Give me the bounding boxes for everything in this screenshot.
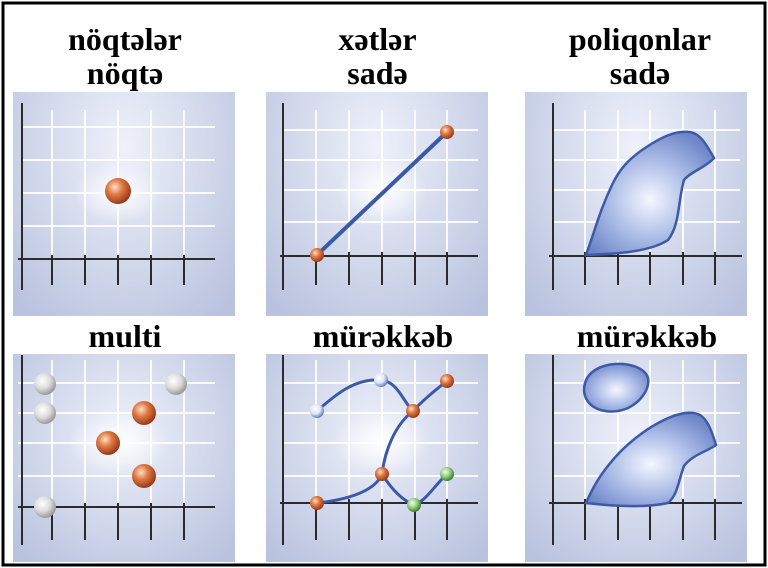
multi-point-3 [165,373,187,395]
vertex-orange-1 [440,374,454,388]
vertex-orange-2 [406,404,420,418]
line-end-vertex [440,125,454,139]
axes-points-simple [18,103,215,290]
title-points-multi: multi [88,318,162,354]
title-polygons-simple-line2: sadə [609,55,671,91]
vertex-green-1 [407,498,421,512]
title-band-6 [525,318,747,354]
multi-point-4 [34,496,56,518]
panel-lines-complex [280,355,478,545]
title-band-3 [525,8,747,92]
title-points-simple: nöqtələr nöqtə [50,22,200,90]
vertex-orange-4 [310,496,324,510]
complex-line-top [316,378,448,414]
complex-polygon-small [582,362,650,413]
title-lines-simple: xətlər sadə [300,22,455,90]
vertex-green-2 [440,467,454,481]
title-points-simple-line2: nöqtə [86,55,164,91]
title-polygons-simple-line1: poliqonlar [568,21,712,57]
title-band-4 [13,318,235,354]
title-lines-simple-line1: xətlər [338,21,417,57]
multi-point-2 [34,402,56,424]
multi-point-6 [96,431,120,455]
multi-point-1 [34,373,56,395]
title-lines-complex: mürəkkəb [312,318,454,354]
title-points-simple-line1: nöqtələr [68,21,182,57]
glow-lines-complex [334,411,430,475]
simple-line [315,130,449,257]
simple-polygon [584,130,716,257]
title-lines-simple-line2: sadə [347,55,408,91]
title-polygons-simple: poliqonlar sadə [555,22,725,90]
multi-point-5 [132,401,156,425]
panel-polygons-complex [549,355,742,545]
title-band-1 [13,8,235,92]
panel-polygons-simple [549,103,742,290]
panel-lines-simple [280,103,478,290]
vertex-blue-1 [310,404,324,418]
vertex-orange-3 [375,467,389,481]
panel-points-multi [18,355,215,545]
vertex-blue-2 [374,373,388,387]
title-polygons-complex: mürəkkəb [576,318,718,354]
line-start-vertex [310,248,324,262]
point-marker [105,178,131,204]
title-band-2 [266,8,488,92]
panel-points-simple [18,103,215,290]
multi-point-7 [132,464,156,488]
complex-polygon-large [584,411,718,508]
title-band-5 [266,318,488,354]
axes-polygons-simple [549,103,742,290]
